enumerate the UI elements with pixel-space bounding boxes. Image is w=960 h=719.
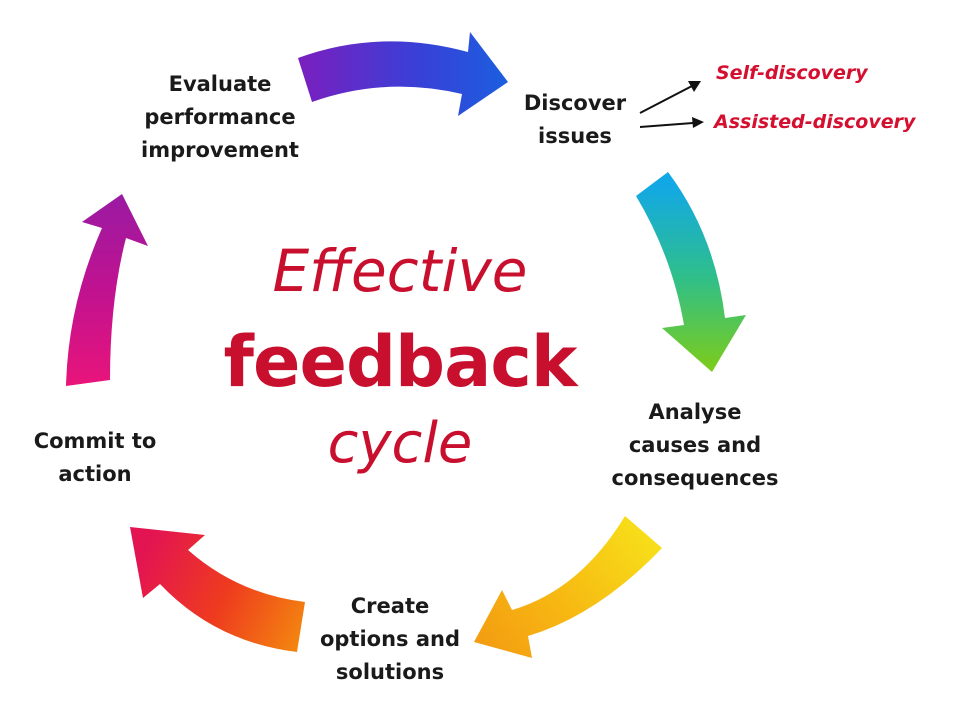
stage-discover-line-1: Discover [523,91,627,115]
stage-discover-label: Discover issues [505,87,645,153]
center-title-line-3: cycle [327,411,473,476]
arrow-analyse-to-create [474,516,662,658]
stage-discover-line-2: issues [538,124,612,148]
discovery-pointers [639,81,704,128]
branch-assisted-discovery: Assisted-discovery [714,111,916,133]
stage-evaluate-label: Evaluate performance improvement [125,68,315,167]
stage-evaluate-line-1: Evaluate [168,72,272,96]
stage-create-line-2: options and [319,627,461,651]
stage-create-line-1: Create [350,594,430,618]
center-title-line-1: Effective [272,237,528,305]
stage-analyse-label: Analyse causes and consequences [590,396,800,495]
stage-evaluate-line-2: performance [144,105,296,129]
stage-commit-label: Commit to action [20,425,170,491]
stage-analyse-line-2: causes and [628,433,762,457]
stage-analyse-line-3: consequences [611,466,779,490]
stage-create-line-3: solutions [335,660,445,684]
stage-create-label: Create options and solutions [295,590,485,689]
pointer-arrowhead-self [688,81,701,92]
pointer-line-self [639,85,693,114]
stage-evaluate-line-3: improvement [141,138,299,162]
arrow-discover-to-analyse [636,172,746,372]
branch-self-discovery: Self-discovery [716,62,868,84]
pointer-arrowhead-assisted [692,117,704,128]
arrow-create-to-commit [130,527,305,652]
stage-commit-line-1: Commit to [33,429,157,453]
pointer-line-assisted [639,122,694,128]
arrow-commit-to-evaluate [66,194,148,386]
stage-commit-line-2: action [58,462,132,486]
arrow-evaluate-to-discover [298,32,508,116]
center-title-line-2: feedback [223,321,578,403]
stage-analyse-line-1: Analyse [648,400,742,424]
